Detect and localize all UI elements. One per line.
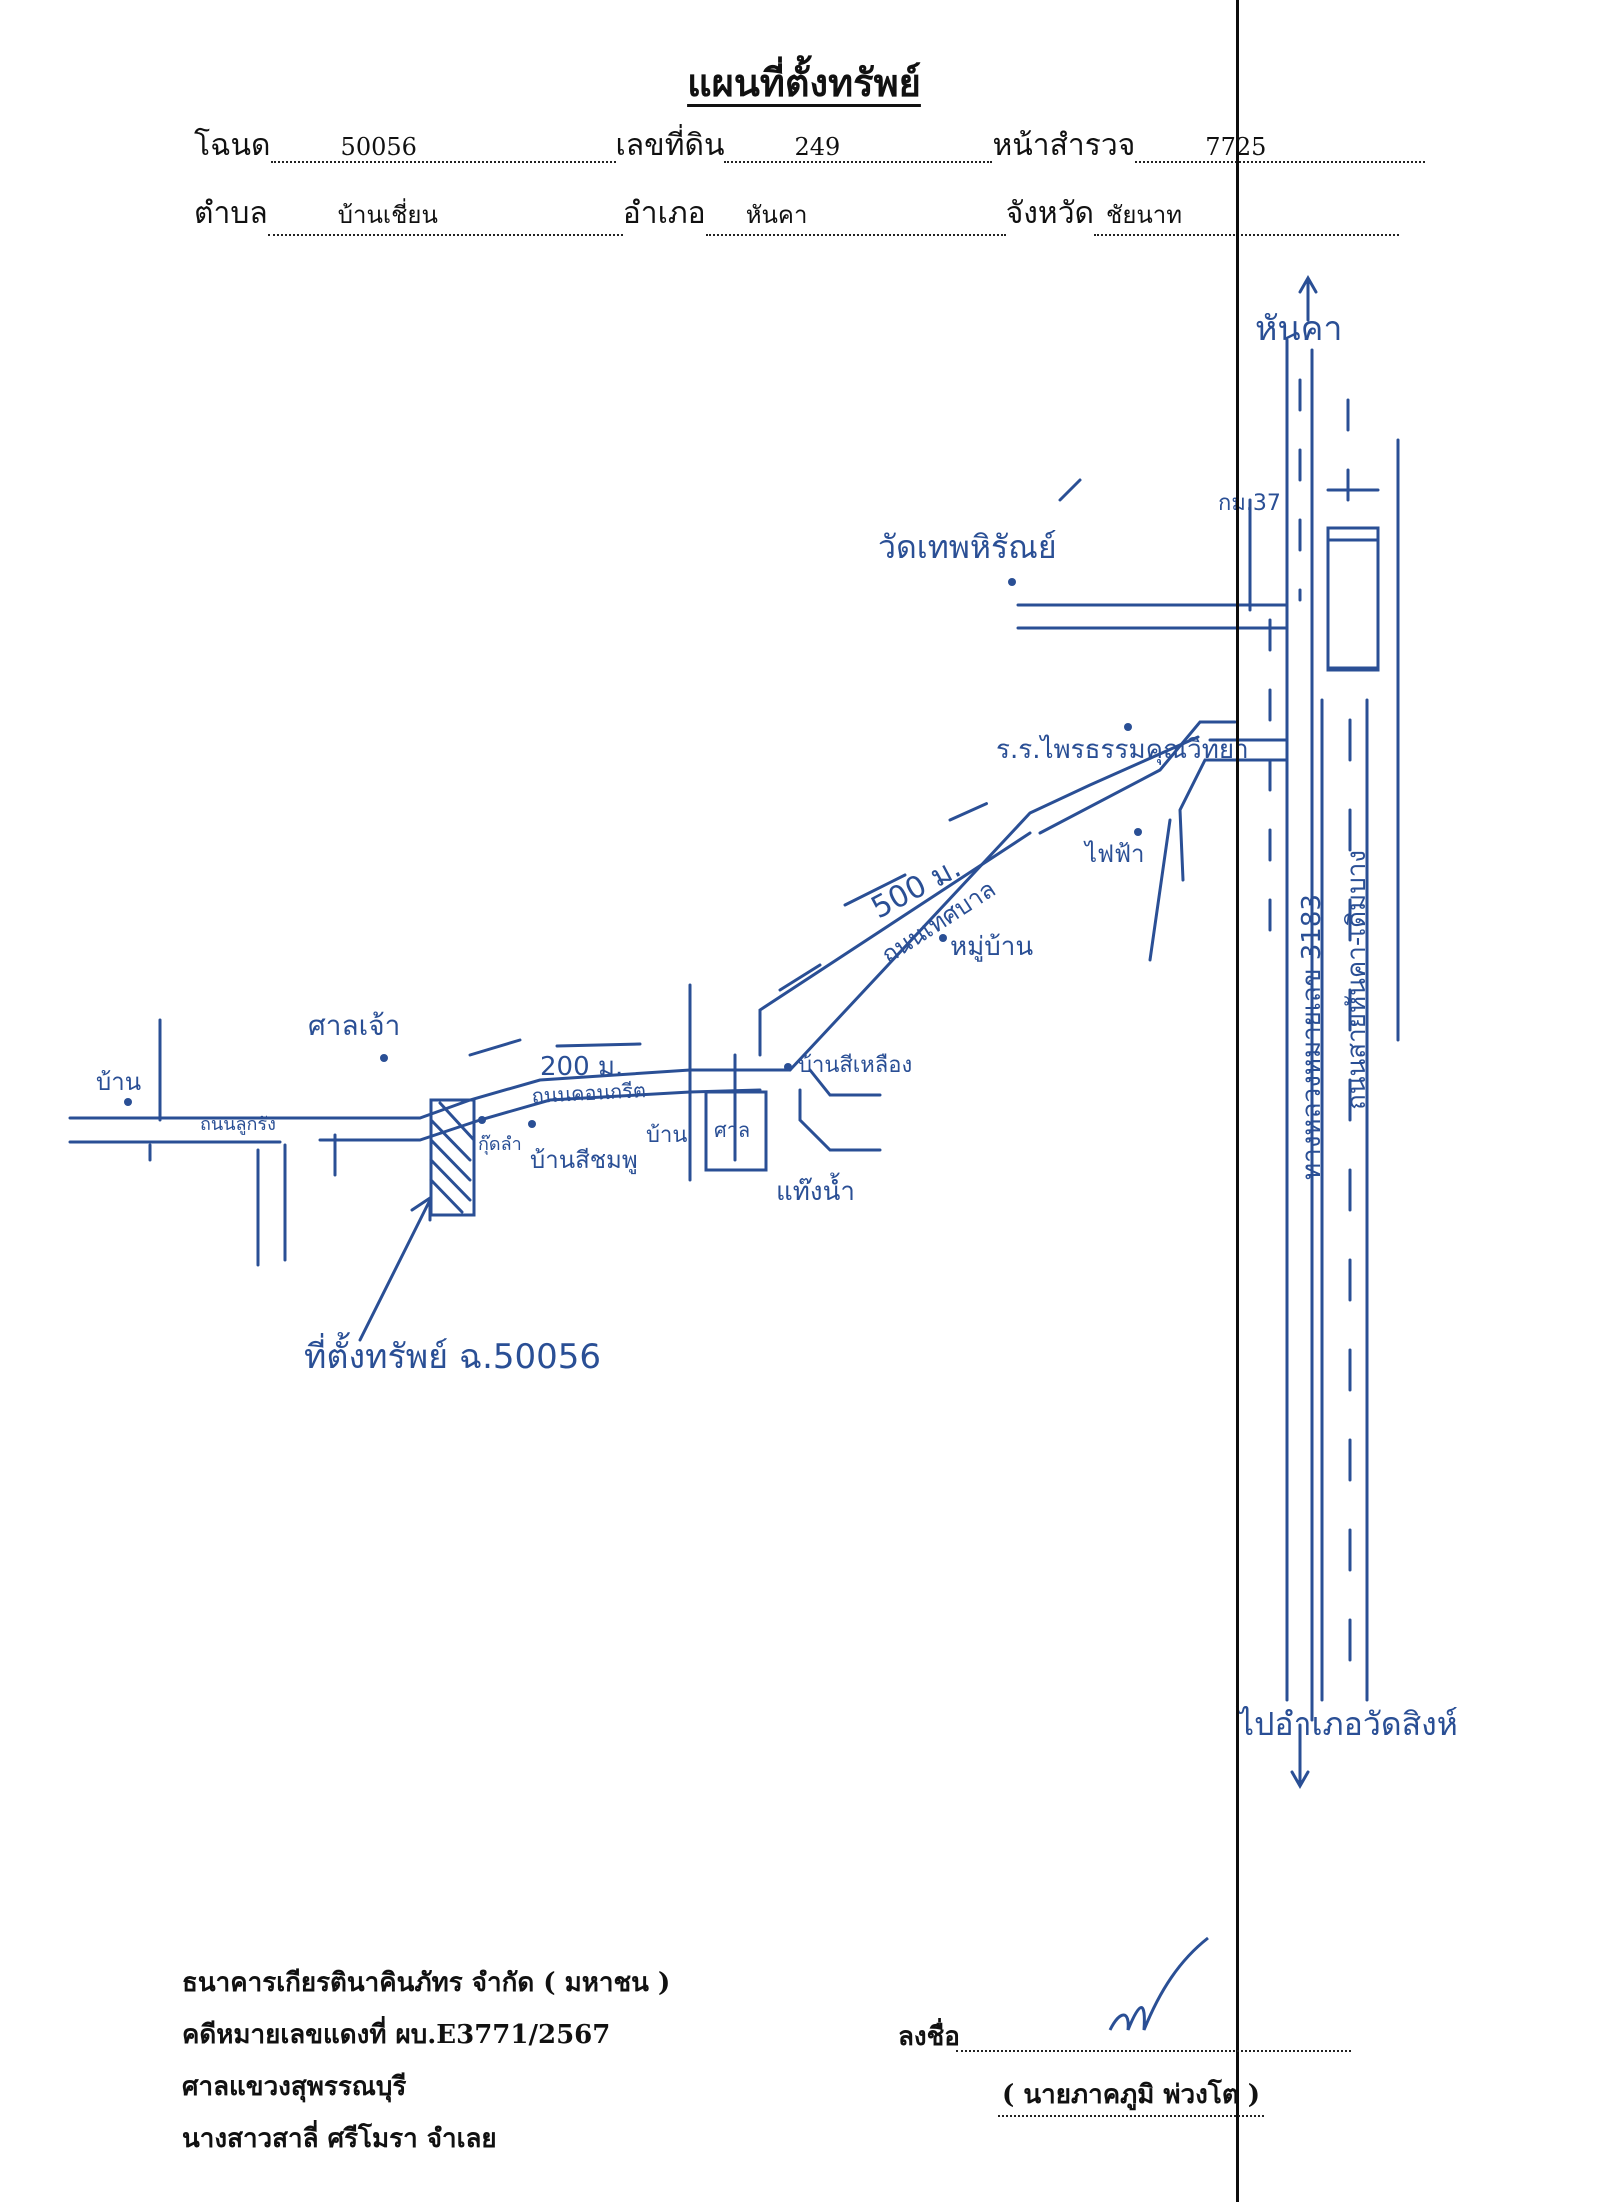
shrine-label-2: ศาลเจ้า — [308, 1009, 400, 1042]
district-value: หันคา — [705, 195, 1006, 236]
survey-number: 7725 — [1135, 133, 1426, 163]
water-tank-label: แท๊งน้ำ — [776, 1172, 855, 1207]
concrete-road-label: ถนนคอนกรีต — [531, 1078, 646, 1108]
province-label: จังหวัด — [1005, 196, 1095, 231]
target-property-label: ที่ตั้งทรัพย์ ฉ.50056 — [304, 1332, 601, 1377]
map-labels: หันคา ไปอำเภอวัดสิงห์ กม.37 วัดเทพหิรัณย… — [96, 309, 1458, 1743]
deed-label: โฉนด — [194, 128, 271, 163]
map-points — [124, 578, 1142, 1128]
survey-label: หน้าสำรวจ — [992, 128, 1136, 163]
defendant-name: นางสาวสาลี่ ศรีโมรา จำเลย — [182, 2124, 497, 2154]
distance-200-label: 200 ม. — [540, 1052, 623, 1082]
subdistrict-label: ตำบล — [194, 196, 268, 231]
sign-label: ลงชื่อ — [898, 2022, 960, 2052]
land-no-label: เลขที่ดิน — [615, 128, 725, 163]
km-label: กม.37 — [1218, 491, 1281, 516]
north-label: หันคา — [1255, 309, 1343, 349]
road-lines — [68, 274, 1400, 1790]
home-label: บ้าน — [646, 1123, 687, 1148]
land-number: 249 — [724, 133, 993, 163]
signature-mark — [1108, 1936, 1209, 2031]
page-title: แผนที่ตั้งทรัพย์ — [687, 60, 921, 105]
district-label: อำเภอ — [622, 196, 706, 231]
court-name: ศาลแขวงสุพรรณบุรี — [182, 2072, 407, 2102]
signer-name: ( นายภาคภูมิ พ่วงโต ) — [998, 2074, 1265, 2117]
laterite-road-label: ถนนลูกรัง — [200, 1114, 276, 1135]
signature-line — [956, 2050, 1351, 2052]
shrine-label: ศาล — [714, 1118, 750, 1142]
temple-label: วัดเทพหิรัณย์ — [878, 528, 1057, 566]
deed-number: 50056 — [270, 133, 616, 163]
house-left-label: บ้าน — [96, 1068, 141, 1096]
case-number: คดีหมายเลขแดงที่ ผบ.E3771/2567 — [182, 2020, 611, 2050]
south-label: ไปอำเภอวัดสิงห์ — [1235, 1705, 1458, 1743]
location-row: ตำบลบ้านเชี่ยนอำเภอหันคาจังหวัดชัยนาท — [194, 190, 1400, 237]
yellow-house-label: บ้านสีเหลือง — [798, 1053, 912, 1078]
main-road-label: ถนนสายหันคา-เดิมบาง — [1342, 850, 1372, 1110]
highway-label: ทางหลวงหมายเลข 3183 — [1297, 894, 1327, 1180]
power-label: ไฟฟ้า — [1083, 840, 1145, 868]
school-label: ร.ร.ไพรธรรมคุณวิทยา — [996, 734, 1249, 765]
vertical-divider-line — [1236, 0, 1239, 2202]
hut-label: กุ๊ดลำ — [478, 1134, 522, 1155]
pink-house-label: บ้านสีชมพู — [530, 1146, 638, 1175]
bank-name: ธนาคารเกียรตินาคินภัทร จำกัด ( มหาชน ) — [182, 1968, 671, 1998]
village-label: หมู่บ้าน — [950, 932, 1033, 962]
subdistrict-value: บ้านเชี่ยน — [267, 195, 623, 236]
province-value: ชัยนาท — [1094, 195, 1400, 236]
